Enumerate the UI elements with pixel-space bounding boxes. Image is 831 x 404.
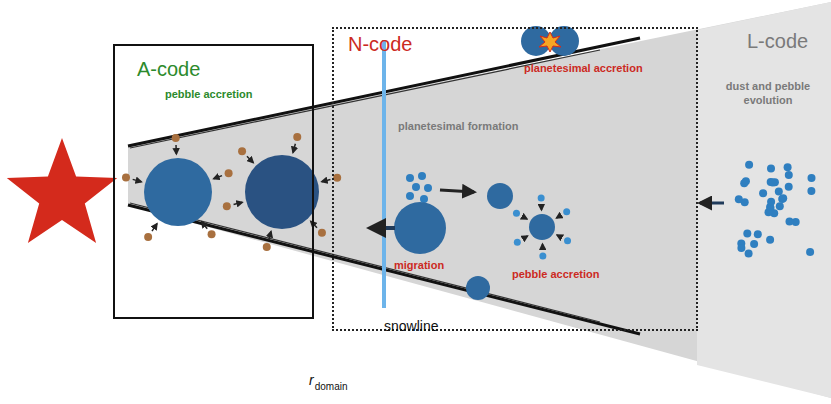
accretion-arrow — [214, 176, 222, 179]
pebble — [293, 133, 301, 141]
n-code-box: N-code — [332, 27, 698, 331]
planet — [144, 158, 212, 226]
pebble — [514, 239, 521, 246]
dust-grain — [776, 202, 784, 210]
dust-cluster — [406, 172, 432, 203]
dust-grain — [807, 187, 815, 195]
dust-grain — [784, 163, 792, 171]
pebble — [564, 237, 571, 244]
pebble — [263, 243, 271, 251]
radius-subscript: domain — [315, 381, 348, 392]
accretion-arrow — [247, 156, 253, 162]
pebble — [208, 230, 216, 238]
region-heading: L-code — [747, 30, 808, 53]
dust-grain — [808, 174, 816, 182]
accretion-arrow — [541, 205, 543, 210]
dust-grain — [806, 248, 814, 256]
pebble — [172, 134, 180, 142]
process-label: migration — [394, 259, 444, 271]
dust-grain — [754, 230, 762, 238]
accretion-arrow — [556, 215, 561, 218]
accretion-arrow — [175, 145, 177, 154]
planetesimal — [466, 276, 490, 300]
accretion-arrow — [133, 179, 142, 181]
accretion-arrow — [522, 216, 527, 219]
accretion-arrow — [557, 235, 562, 238]
outer-disk — [697, 2, 831, 398]
pebble — [225, 169, 233, 177]
planet — [529, 214, 555, 240]
disk-edge — [130, 203, 600, 322]
process-label: pebble accretion — [165, 88, 252, 100]
dust-and-pebbles — [735, 161, 816, 258]
pebble — [539, 252, 546, 259]
accretion-arrow — [542, 244, 544, 249]
pebble — [538, 195, 545, 202]
radius-symbol: r — [309, 372, 314, 388]
region-heading: N-code — [348, 33, 412, 56]
process-label: planetesimal accretion — [524, 62, 643, 74]
process-label: planetesimal formation — [398, 120, 518, 132]
dust-grain — [750, 240, 758, 248]
accretion-arrow — [523, 236, 528, 239]
planetesimal — [487, 183, 513, 209]
star — [7, 138, 117, 243]
pebble — [318, 229, 326, 237]
dust-grain — [767, 198, 775, 206]
disk — [128, 2, 831, 398]
dust-grain — [769, 178, 777, 186]
collision-flash — [539, 32, 561, 52]
pebble — [333, 174, 341, 182]
dust-grain — [745, 250, 753, 258]
pebble — [122, 174, 130, 182]
dust-grain — [778, 195, 786, 203]
accretion-arrow — [152, 224, 157, 231]
accretion-arrow — [293, 144, 295, 153]
pebble — [223, 202, 231, 210]
dust-grain — [779, 194, 787, 202]
dust-grain — [785, 171, 793, 179]
dust-grain — [766, 236, 774, 244]
snowline — [382, 40, 386, 308]
dust-grain — [742, 177, 750, 185]
migration-arrow — [370, 226, 395, 230]
dust-grain — [786, 218, 794, 226]
planet — [245, 155, 319, 229]
dust-grain — [759, 189, 767, 197]
dust-grain — [743, 229, 751, 237]
dust-grain — [745, 161, 753, 169]
process-label: pebble accretion — [512, 268, 599, 280]
accretion-arrow — [202, 222, 208, 229]
dust-grain — [735, 195, 743, 203]
pebble — [238, 147, 246, 155]
dust-grain — [737, 244, 745, 252]
accretion-arrow — [234, 202, 243, 204]
a-code-box: A-code — [113, 44, 314, 319]
dust-grain — [775, 187, 783, 195]
formation-arrow — [440, 190, 474, 192]
pebble — [144, 233, 152, 241]
planet — [394, 202, 446, 254]
drift-arrow — [700, 202, 724, 205]
accretion-arrow — [322, 179, 331, 181]
region-heading: A-code — [137, 58, 200, 81]
snowline-label: snowline — [384, 318, 438, 334]
dust-grain — [785, 183, 793, 191]
dust-grain — [767, 165, 775, 173]
accretion-arrow — [269, 232, 271, 241]
process-label: dust and pebble evolution — [722, 80, 814, 108]
pebble — [513, 210, 520, 217]
pebble — [563, 208, 570, 215]
